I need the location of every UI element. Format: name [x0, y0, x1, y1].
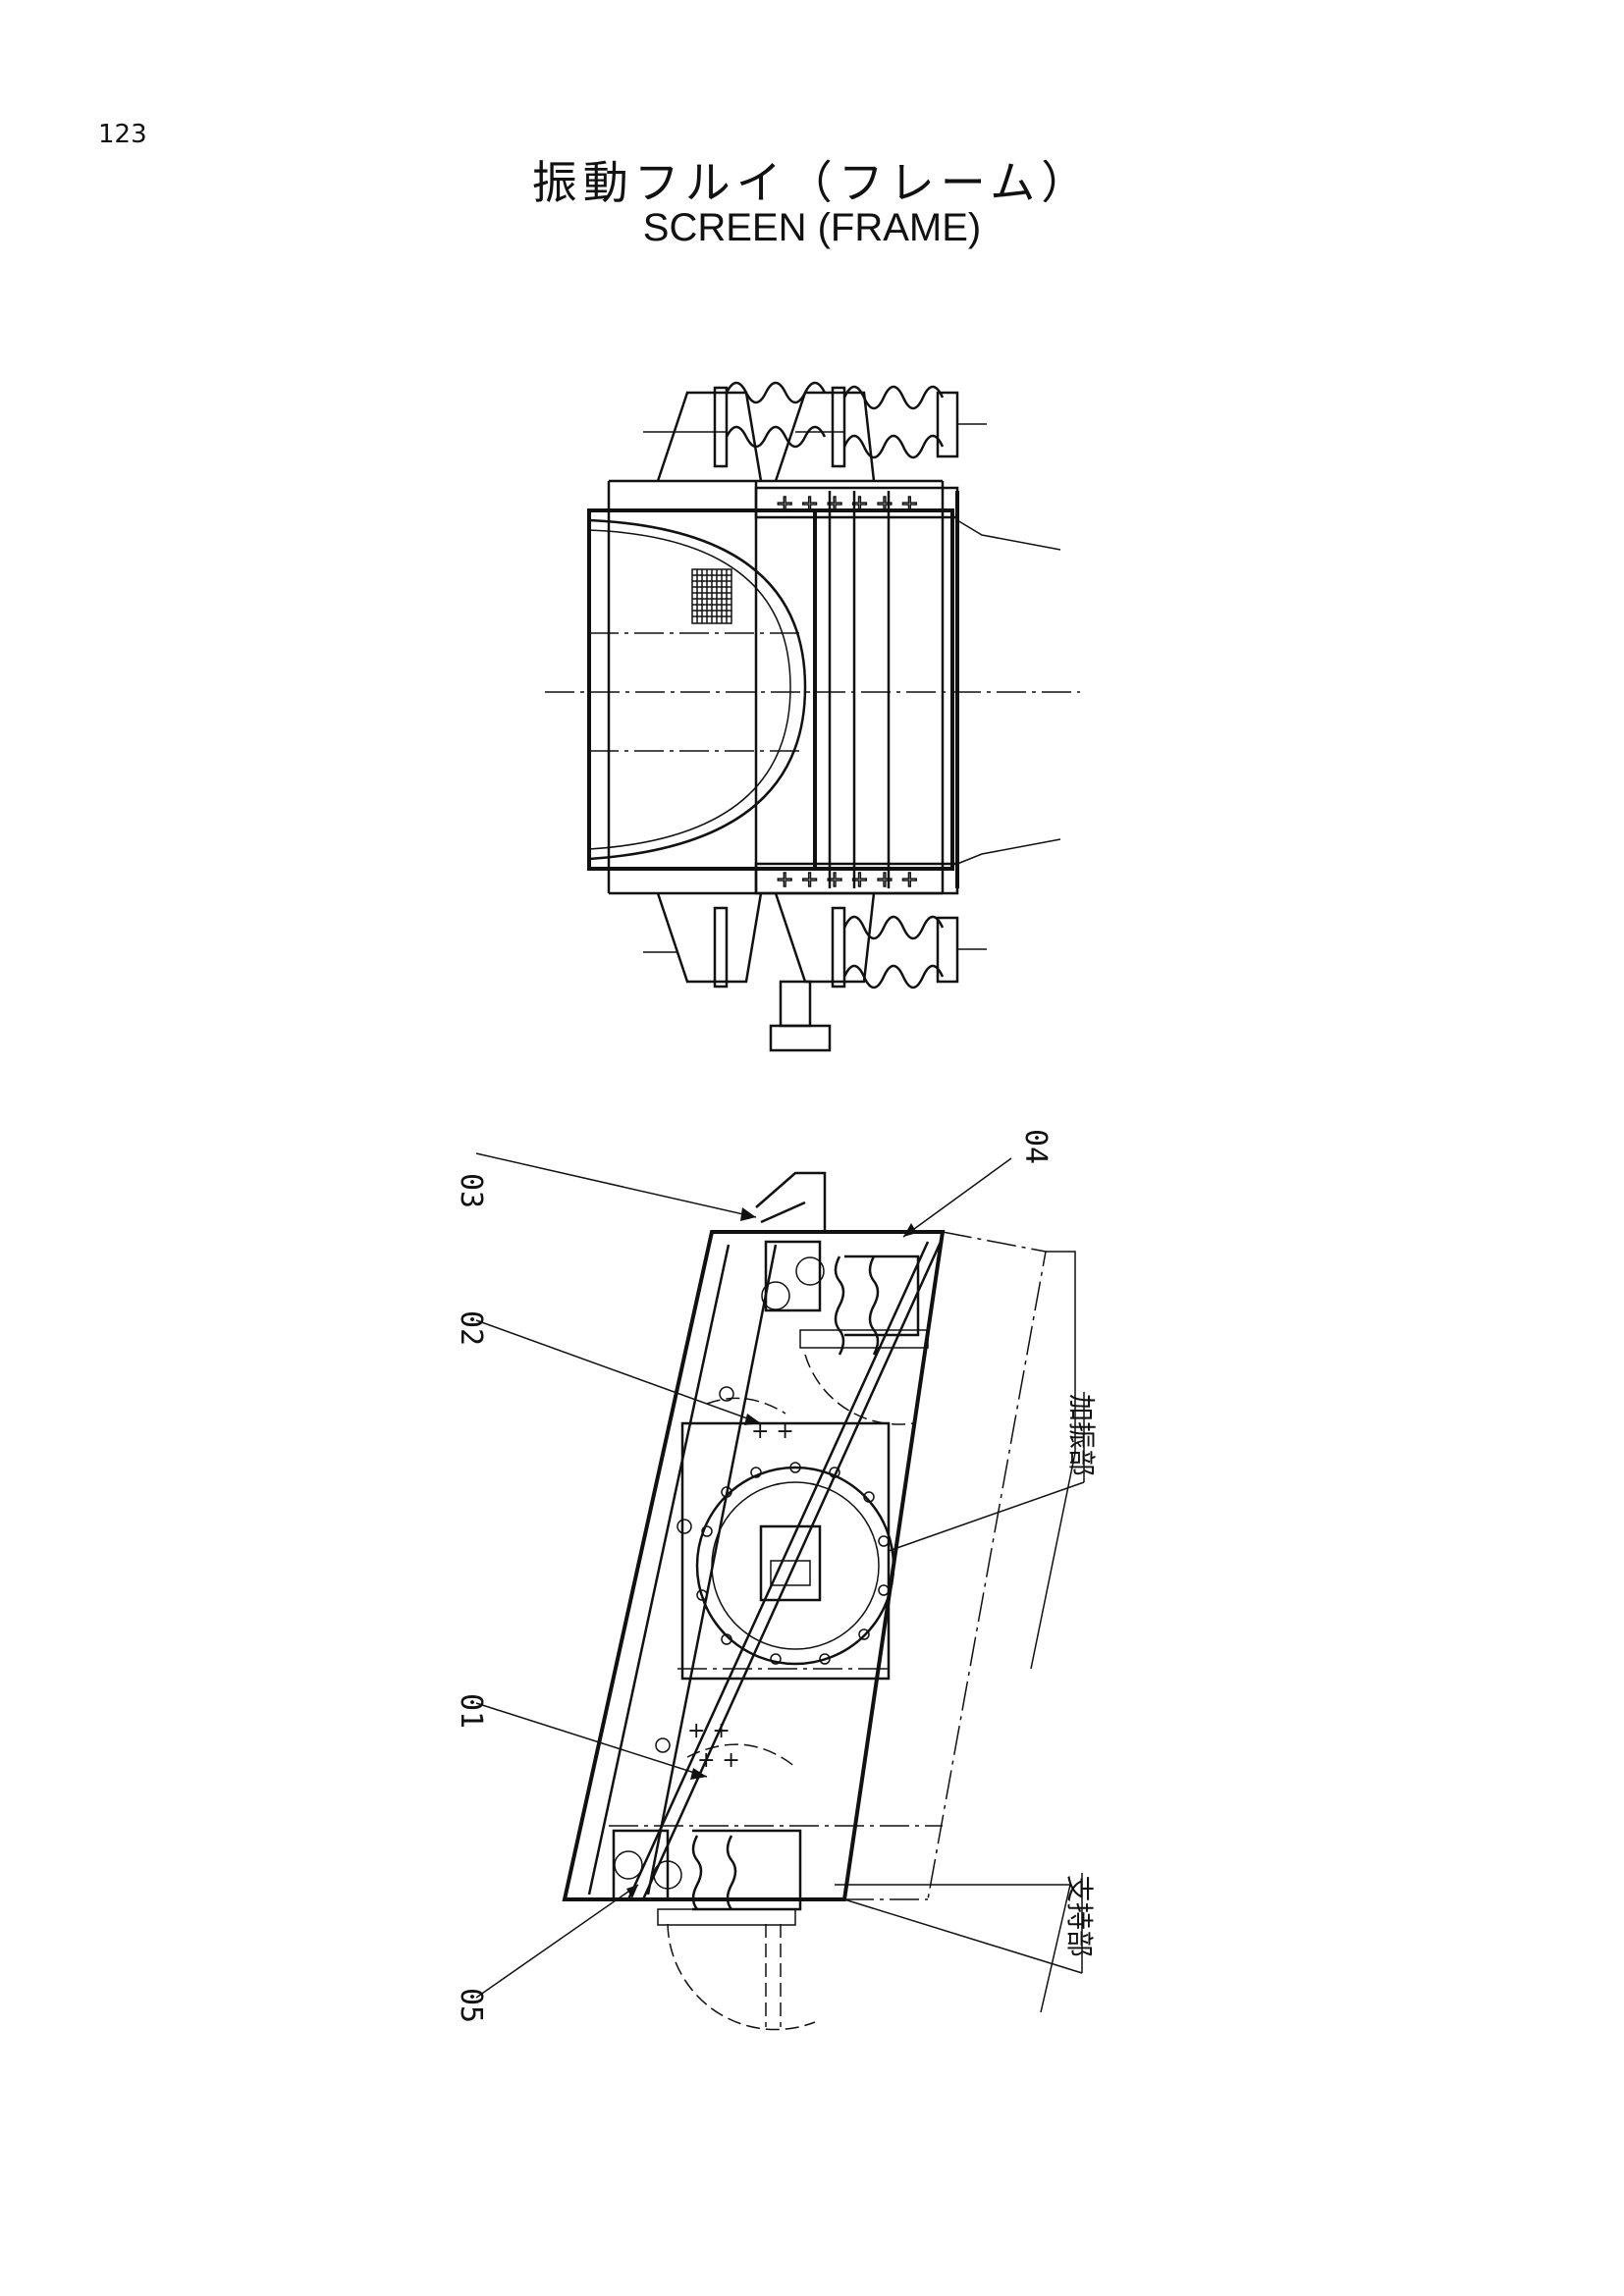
- callout-05: 05: [454, 1884, 639, 2023]
- callout-02-label: 02: [454, 1310, 488, 1346]
- note-support-section: 支持部: [843, 1873, 1096, 1974]
- side-lower-spring-assembly: [612, 1829, 816, 2031]
- callout-01-label: 01: [454, 1693, 488, 1729]
- title-japanese: 振動フルイ（フレーム）: [531, 156, 1093, 209]
- svg-text:+ + + + + +: + + + + + +: [776, 492, 919, 516]
- svg-text:+ + + + + +: + + + + + +: [776, 868, 919, 892]
- svg-text:+ +: + +: [687, 1719, 731, 1743]
- callout-04: 04: [902, 1129, 1053, 1238]
- mesh-patch: [691, 568, 732, 624]
- note-vibration-section-label: 加振部: [1065, 1394, 1098, 1476]
- top-lower-spring-assembly: [643, 892, 987, 1052]
- title-english: SCREEN (FRAME): [642, 206, 982, 249]
- callout-02: 02: [454, 1310, 762, 1425]
- svg-text:+ +: + +: [697, 1748, 740, 1773]
- callout-04-label: 04: [1018, 1129, 1053, 1164]
- top-upper-spring-assembly: [643, 381, 987, 482]
- page-number: 123: [98, 120, 147, 149]
- callout-03-label: 03: [454, 1173, 488, 1208]
- callout-01: 01: [454, 1693, 708, 1780]
- top-view: + + + + + + + + + + + +: [545, 381, 1080, 1052]
- side-view: + + + + + +: [562, 1171, 1076, 2031]
- note-support-section-label: 支持部: [1063, 1875, 1096, 1957]
- note-vibration-section: 加振部: [888, 1392, 1098, 1552]
- callout-03: 03: [454, 1152, 757, 1221]
- side-upper-spring-assembly: [761, 1240, 929, 1425]
